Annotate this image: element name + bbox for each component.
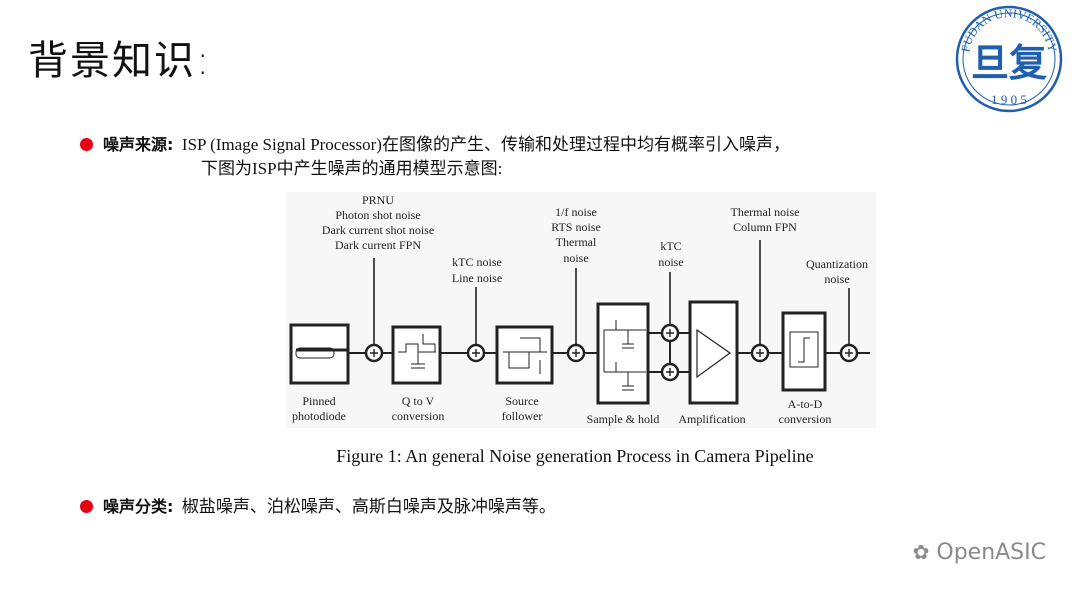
figure-caption: Figure 1: An general Noise generation Pr… <box>336 446 814 466</box>
stage-label: Amplification <box>678 412 745 426</box>
stage-label: conversion <box>779 412 832 426</box>
bullet-noise-types: 噪声分类: 椒盐噪声、泊松噪声、高斯白噪声及脉冲噪声等。 <box>80 495 556 519</box>
separator: : <box>167 135 174 154</box>
noise-labels: PRNU Photon shot noise Dark current shot… <box>322 193 868 286</box>
noise-label: Thermal <box>556 235 597 249</box>
noise-label: noise <box>824 272 849 286</box>
bullet-keyword: 噪声分类 <box>103 497 168 516</box>
fudan-logo: FUDAN UNIVERSITY 1 9 0 5 旦复 <box>955 5 1063 113</box>
stage-label: Q to V <box>402 394 435 408</box>
noise-label: noise <box>563 251 588 265</box>
stage-label: Sample & hold <box>587 412 660 426</box>
bullet-dot <box>80 138 93 151</box>
noise-label: PRNU <box>362 193 394 207</box>
noise-label: Quantization <box>806 257 868 271</box>
bullet-keyword: 噪声来源 <box>103 135 168 154</box>
stage-label: follower <box>502 409 543 423</box>
stage-labels: Pinned photodiode Q to V conversion Sour… <box>292 394 831 426</box>
noise-label: Thermal noise <box>731 205 800 219</box>
stage-label: conversion <box>392 409 445 423</box>
noise-label: RTS noise <box>551 220 601 234</box>
noise-label: noise <box>658 255 683 269</box>
noise-label: Column FPN <box>733 220 797 234</box>
noise-label: Dark current shot noise <box>322 223 434 237</box>
bullet-text-2: 下图为ISP中产生噪声的通用模型示意图: <box>201 159 503 178</box>
watermark-text: OpenASIC <box>936 540 1046 565</box>
svg-text:旦复: 旦复 <box>971 41 1047 85</box>
noise-label: kTC noise <box>452 255 502 269</box>
bullet-text: ISP (Image Signal Processor)在图像的产生、传输和处理… <box>181 135 790 154</box>
bullet-dot <box>80 500 93 513</box>
noise-label: kTC <box>660 239 681 253</box>
slide-title: 背景知识: <box>28 38 212 84</box>
noise-label: 1/f noise <box>555 205 597 219</box>
bullet-noise-source: 噪声来源: ISP (Image Signal Processor)在图像的产生… <box>80 133 790 181</box>
noise-label: Line noise <box>452 271 502 285</box>
watermark: ✿ OpenASIC <box>913 540 1046 565</box>
stage-label: Pinned <box>302 394 335 408</box>
bullet-text: 椒盐噪声、泊松噪声、高斯白噪声及脉冲噪声等。 <box>181 497 556 516</box>
noise-label: Photon shot noise <box>335 208 420 222</box>
noise-pipeline-diagram: PRNU Photon shot noise Dark current shot… <box>286 192 876 428</box>
noise-label: Dark current FPN <box>335 238 421 252</box>
wechat-icon: ✿ <box>912 540 930 564</box>
svg-text:1 9 0 5: 1 9 0 5 <box>991 92 1027 107</box>
stage-label: A-to-D <box>788 397 823 411</box>
stage-label: photodiode <box>292 409 346 423</box>
separator: : <box>167 497 174 516</box>
stage-label: Source <box>505 394 538 408</box>
